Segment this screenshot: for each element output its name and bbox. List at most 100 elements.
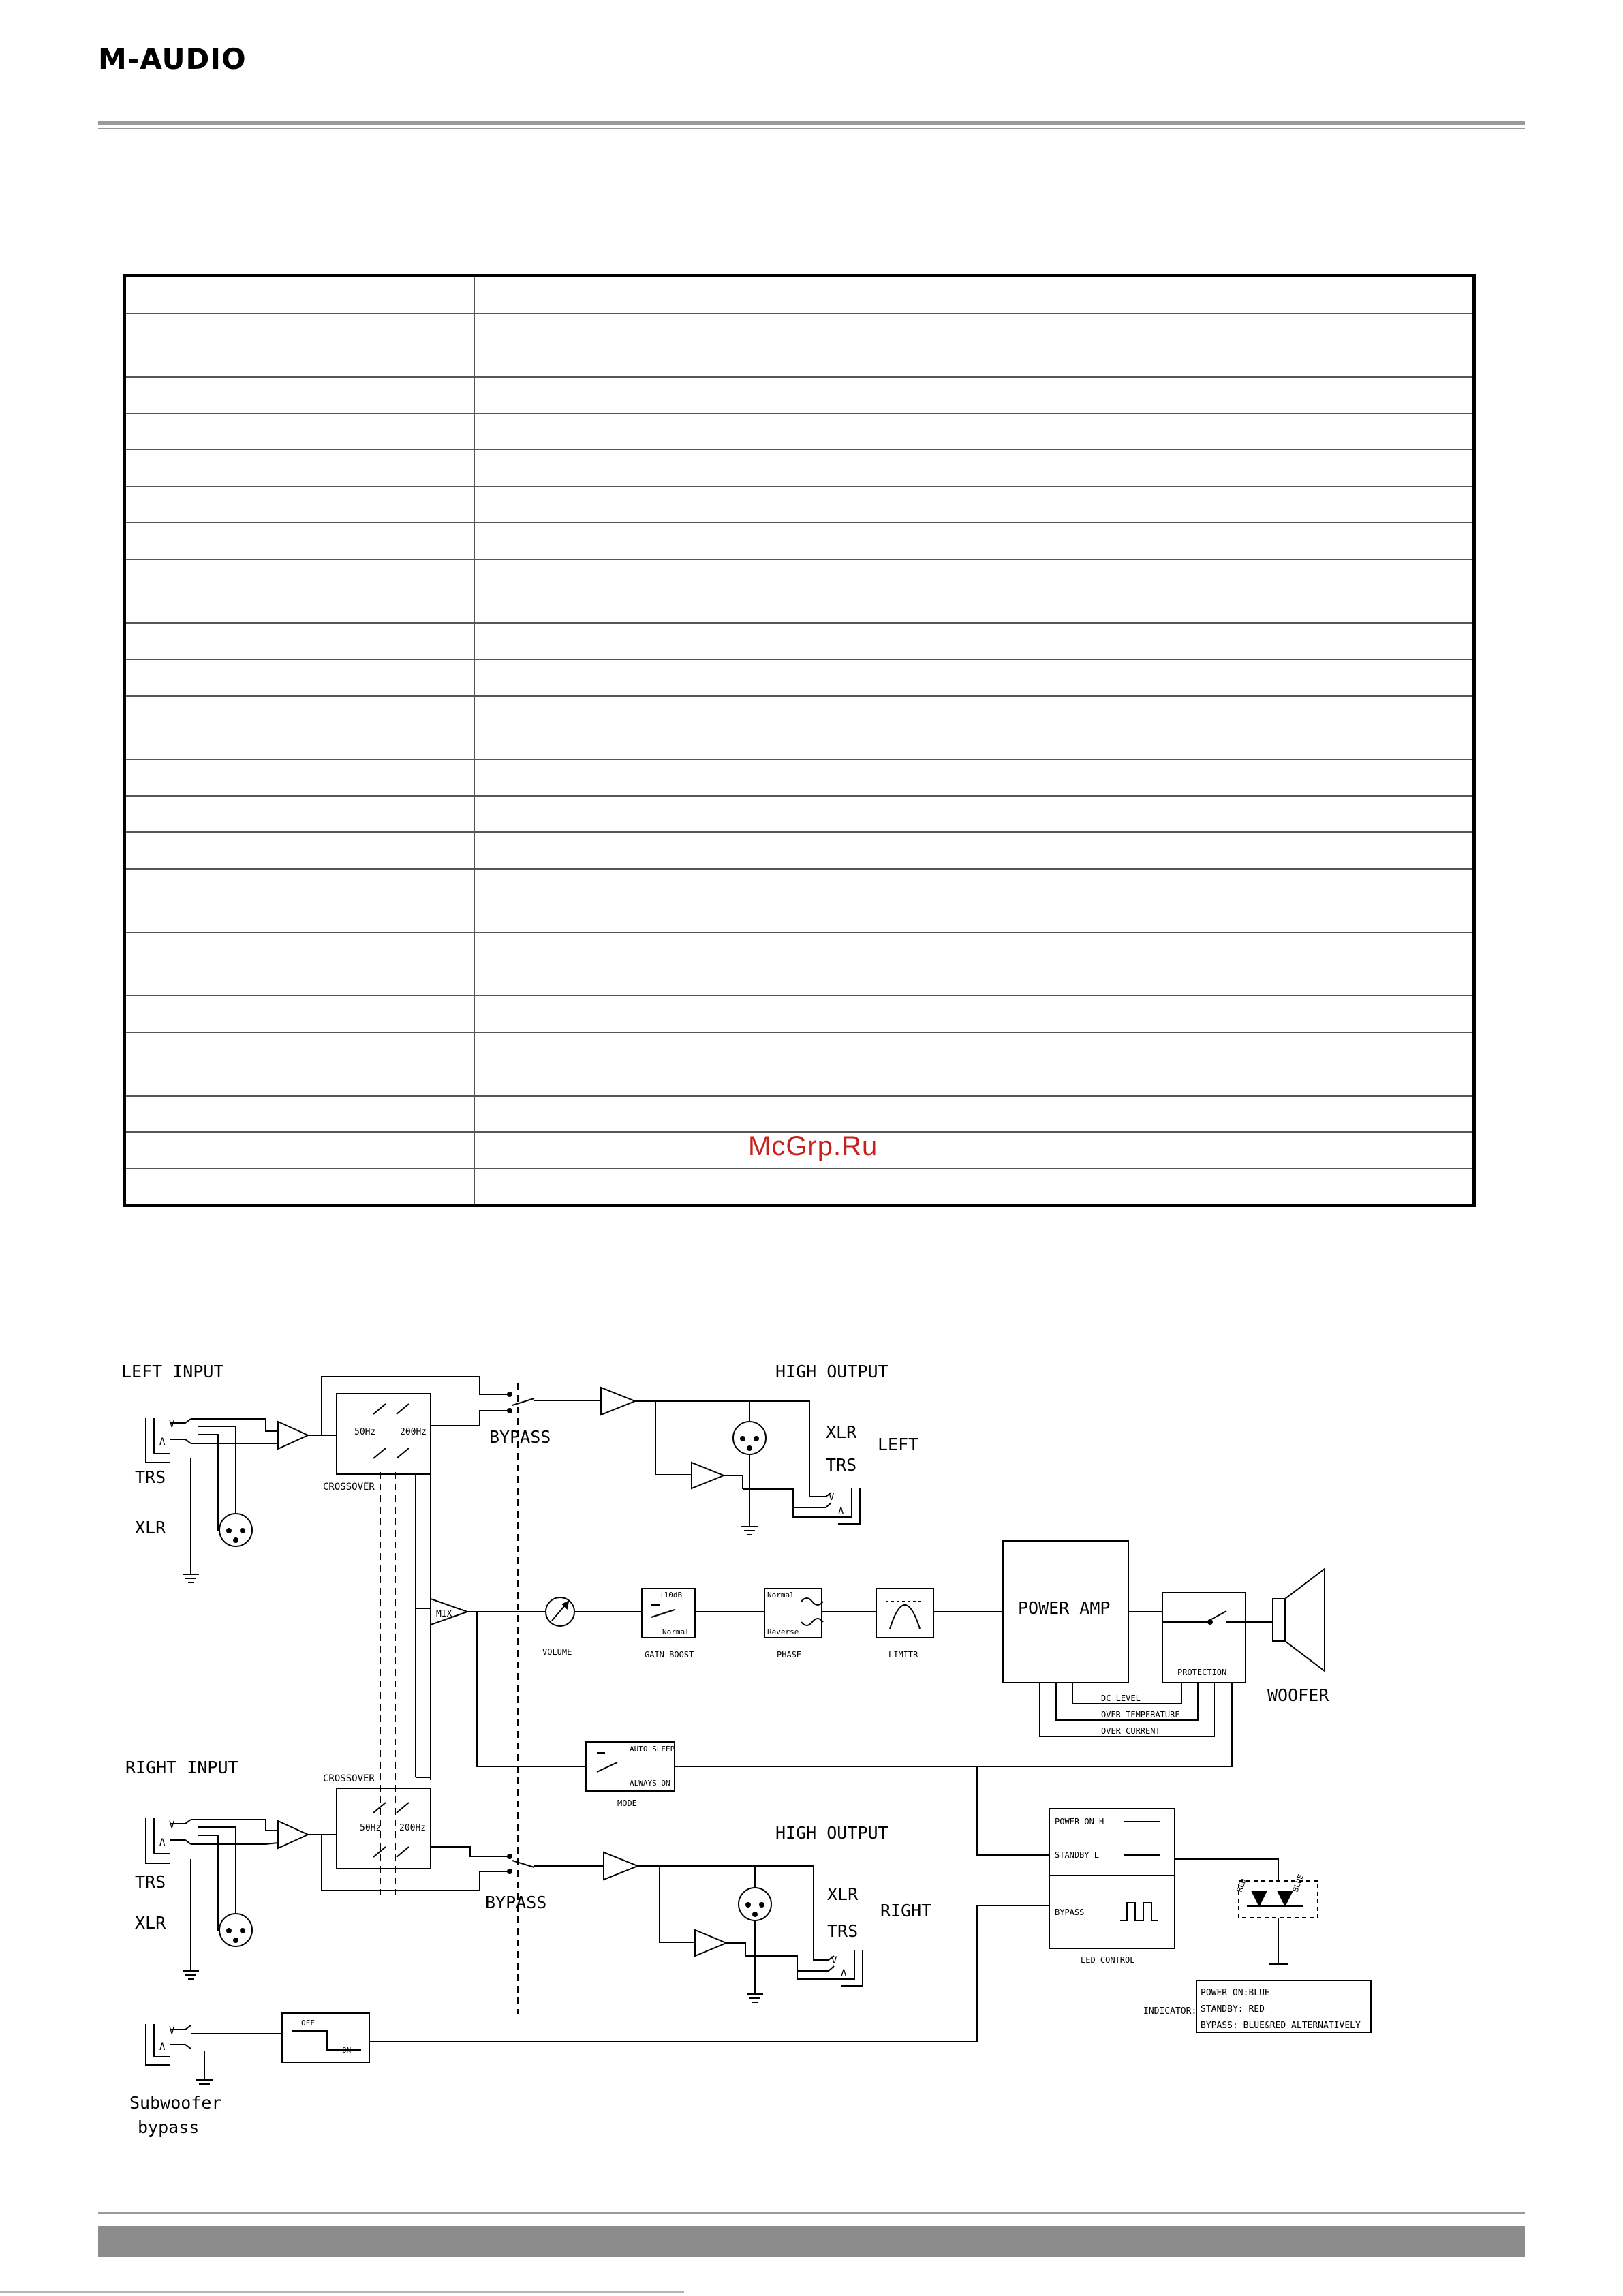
table-row: [123, 695, 1475, 761]
indicator-legend: [1196, 1980, 1372, 2033]
left-input-amp: [277, 1420, 310, 1450]
svg-text:50Hz: 50Hz: [354, 1427, 375, 1437]
table-row: [123, 994, 1475, 1033]
right-crossover-block: [336, 1788, 431, 1869]
svg-text:200Hz: 200Hz: [399, 1823, 426, 1833]
svg-text:Λ: Λ: [838, 1506, 844, 1517]
table-row: [123, 931, 1475, 996]
svg-text:Normal: Normal: [662, 1627, 690, 1636]
svg-text:POWER ON H: POWER ON H: [1055, 1817, 1104, 1826]
right-crossover-label: CROSSOVER: [323, 1773, 375, 1784]
svg-text:PHASE: PHASE: [777, 1650, 801, 1659]
woofer-label: WOOFER: [1267, 1685, 1329, 1705]
right-xlr-label: XLR: [135, 1913, 166, 1933]
svg-text:LED CONTROL: LED CONTROL: [1081, 1955, 1134, 1965]
svg-text:GAIN BOOST: GAIN BOOST: [645, 1650, 694, 1659]
svg-text:Reverse: Reverse: [767, 1627, 799, 1636]
left-crossover-block: [336, 1393, 431, 1475]
table-row: [123, 622, 1475, 660]
left-trs-label: TRS: [135, 1467, 166, 1487]
footer-line: [0, 2291, 684, 2293]
table-row: [123, 1095, 1475, 1133]
svg-text:Λ: Λ: [159, 2042, 166, 2053]
svg-text:200Hz: 200Hz: [400, 1427, 427, 1437]
svg-text:BYPASS: BYPASS: [1055, 1908, 1084, 1917]
left-out-trs-label: TRS: [826, 1455, 856, 1475]
svg-text:LIMITR: LIMITR: [888, 1650, 918, 1659]
watermark: McGrp.Ru: [748, 1131, 878, 1161]
svg-text:Λ: Λ: [841, 1968, 847, 1979]
protection-block: [1162, 1592, 1246, 1683]
svg-text:Λ: Λ: [159, 1437, 166, 1448]
left-high-amp: [600, 1386, 637, 1416]
left-high-output-label: HIGH OUTPUT: [775, 1362, 888, 1381]
mix-amp: [430, 1597, 470, 1626]
table-row: [123, 275, 1475, 315]
svg-text:STANDBY: RED: STANDBY: RED: [1201, 2004, 1265, 2015]
header-rule: [98, 121, 1525, 125]
svg-text:V: V: [831, 1955, 837, 1966]
right-input-amp: [277, 1820, 310, 1850]
svg-text:V: V: [169, 1820, 175, 1831]
svg-text:Normal: Normal: [767, 1591, 794, 1599]
svg-text:MODE: MODE: [617, 1798, 637, 1808]
subwoofer-label: Subwoofer: [129, 2093, 221, 2113]
footer-bar: [98, 2226, 1525, 2257]
left-out-label: LEFT: [878, 1435, 918, 1454]
left-out-xlr-label: XLR: [826, 1422, 857, 1442]
table-row: [123, 313, 1475, 378]
svg-text:V: V: [829, 1492, 835, 1503]
svg-text:PROTECTION: PROTECTION: [1177, 1668, 1226, 1677]
right-trs-label: TRS: [135, 1872, 166, 1892]
table-row: [123, 1131, 1475, 1169]
subwoofer-bypass-label: bypass: [138, 2117, 199, 2137]
right-out-label: RIGHT: [880, 1901, 931, 1920]
led-control-block: [1049, 1808, 1175, 1949]
left-output-trs: V Λ: [743, 1465, 861, 1525]
right-out-trs-label: TRS: [827, 1921, 858, 1941]
table-row: [123, 658, 1475, 697]
gain-boost-block: [641, 1588, 696, 1638]
svg-text:OVER TEMPERATURE: OVER TEMPERATURE: [1101, 1710, 1180, 1719]
left-bypass-label: BYPASS: [489, 1427, 551, 1447]
left-xlr-label: XLR: [135, 1518, 166, 1537]
svg-text:OFF: OFF: [301, 2019, 315, 2027]
svg-text:OVER CURRENT: OVER CURRENT: [1101, 1726, 1160, 1736]
svg-text:VOLUME: VOLUME: [542, 1647, 572, 1657]
left-xlr-connector: [183, 1418, 278, 1583]
left-input-label: LEFT INPUT: [121, 1362, 224, 1381]
right-bypass-label: BYPASS: [485, 1893, 546, 1912]
svg-text:AUTO SLEEP: AUTO SLEEP: [630, 1745, 675, 1754]
svg-text:Λ: Λ: [159, 1837, 166, 1848]
table-row: [123, 795, 1475, 833]
svg-text:BLUE: BLUE: [1291, 1873, 1305, 1893]
right-output-trs: V Λ: [745, 1933, 863, 1987]
right-high-output-label: HIGH OUTPUT: [775, 1823, 888, 1843]
svg-text:ALWAYS ON: ALWAYS ON: [630, 1779, 670, 1788]
table-row: [123, 559, 1475, 624]
svg-text:MIX: MIX: [436, 1609, 452, 1619]
woofer-icon: [1272, 1598, 1286, 1642]
table-row: [123, 759, 1475, 797]
table-row: [123, 485, 1475, 524]
svg-text:BYPASS: BLUE&RED ALTERNATIVELY: BYPASS: BLUE&RED ALTERNATIVELY: [1201, 2021, 1361, 2031]
svg-text:STANDBY L: STANDBY L: [1055, 1850, 1099, 1860]
svg-text:POWER ON:BLUE: POWER ON:BLUE: [1201, 1988, 1270, 1998]
phase-block: [764, 1588, 822, 1638]
volume-knob-icon: [545, 1597, 575, 1627]
brand-logo: M-AUDIO: [98, 42, 247, 76]
svg-text:POWER AMP: POWER AMP: [1018, 1598, 1110, 1618]
table-row: [123, 522, 1475, 561]
table-row: [123, 831, 1475, 870]
right-high-amp: [603, 1851, 640, 1881]
svg-text:V: V: [169, 1419, 175, 1430]
svg-text:DC LEVEL: DC LEVEL: [1101, 1694, 1141, 1703]
table-row: [123, 1031, 1475, 1097]
right-input-label: RIGHT INPUT: [125, 1758, 238, 1777]
svg-text:V: V: [169, 2025, 175, 2036]
table-row: [123, 412, 1475, 451]
table-row: [123, 376, 1475, 414]
right-out-xlr-label: XLR: [827, 1884, 859, 1904]
table-row: [123, 1167, 1475, 1206]
block-diagram: LEFT INPUT V Λ TRS XLR 50Hz 200Hz CROSSO…: [121, 1362, 1372, 2137]
